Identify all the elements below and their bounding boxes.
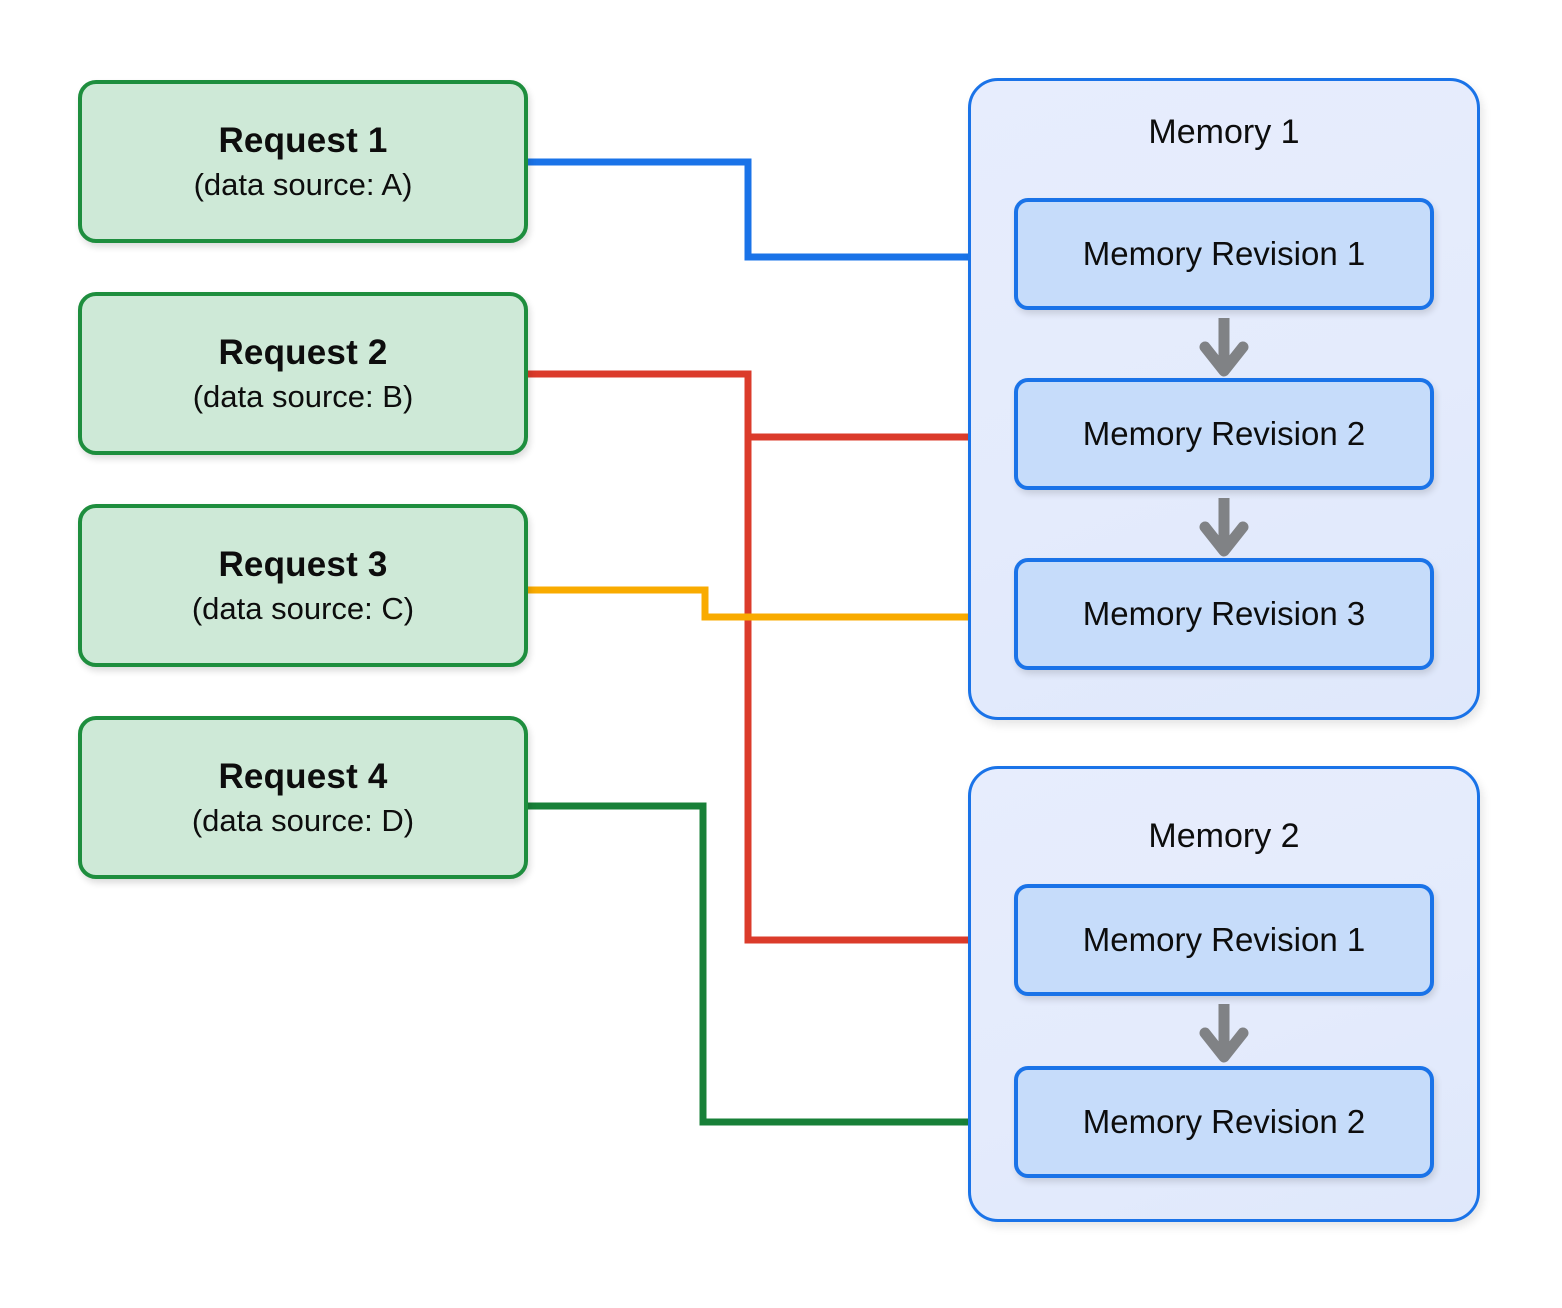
memory-revision-label: Memory Revision 2 bbox=[1082, 1103, 1366, 1140]
memory-2-revision-box-2[interactable]: Memory Revision 2 bbox=[1014, 1066, 1434, 1178]
memory-title: Memory 2 bbox=[1148, 817, 1300, 855]
memory-1-revision-box-1[interactable]: Memory Revision 1 bbox=[1014, 198, 1434, 310]
memory-revision-label: Memory Revision 1 bbox=[1082, 921, 1366, 958]
request-subtitle: (data source: B) bbox=[192, 378, 414, 414]
flow-request-2 bbox=[528, 370, 1016, 963]
flow-request-4 bbox=[528, 802, 1016, 1145]
memory-title: Memory 1 bbox=[1148, 113, 1300, 151]
memory-revision-label: Memory Revision 3 bbox=[1082, 595, 1366, 632]
request-title: Request 2 bbox=[218, 333, 388, 373]
memory-revision-label: Memory Revision 1 bbox=[1082, 235, 1366, 272]
flow-request-1 bbox=[528, 158, 1016, 280]
memory-2-revision-box-1[interactable]: Memory Revision 1 bbox=[1014, 884, 1434, 996]
flow-request-3 bbox=[528, 586, 1016, 640]
memory-1-revision-box-3[interactable]: Memory Revision 3 bbox=[1014, 558, 1434, 670]
request-subtitle: (data source: C) bbox=[191, 590, 415, 626]
request-title: Request 4 bbox=[218, 757, 388, 797]
memory-revision-label: Memory Revision 2 bbox=[1082, 415, 1366, 452]
request-subtitle: (data source: D) bbox=[191, 802, 415, 838]
request-title: Request 3 bbox=[218, 545, 388, 585]
request-box-2[interactable]: Request 2 (data source: B) bbox=[78, 292, 528, 455]
request-box-4[interactable]: Request 4 (data source: D) bbox=[78, 716, 528, 879]
request-box-3[interactable]: Request 3 (data source: C) bbox=[78, 504, 528, 667]
request-box-1[interactable]: Request 1 (data source: A) bbox=[78, 80, 528, 243]
memory-1-revision-box-2[interactable]: Memory Revision 2 bbox=[1014, 378, 1434, 490]
request-title: Request 1 bbox=[218, 121, 388, 161]
request-subtitle: (data source: A) bbox=[193, 166, 413, 202]
